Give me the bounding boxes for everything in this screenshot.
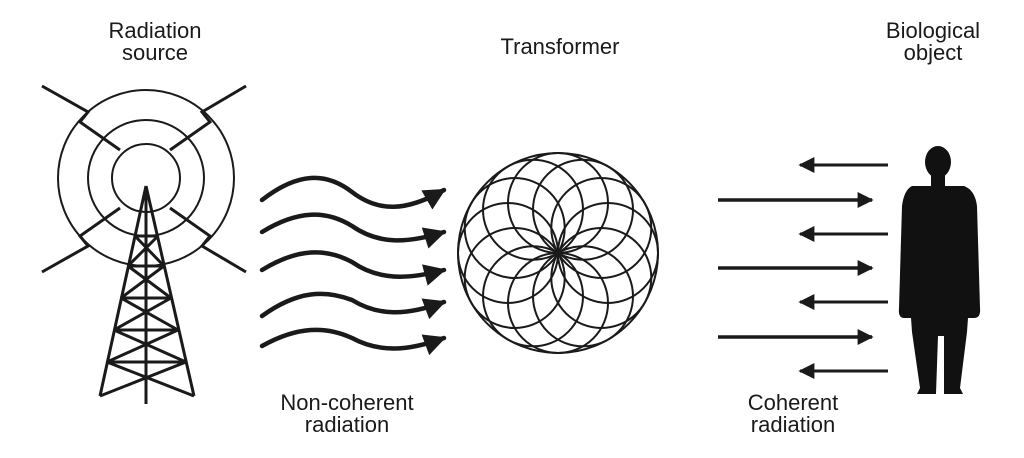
wave-arrow — [259, 175, 447, 210]
person-silhouette-icon — [898, 146, 981, 394]
coherent-radiation-label: Coherent radiation — [728, 392, 858, 436]
coherent-label-line1: Coherent — [747, 390, 839, 415]
non-coherent-wave-arrows — [259, 175, 447, 356]
biological-object-label-line2: object — [903, 40, 963, 65]
flower-of-life-icon — [457, 152, 659, 354]
radiation-source-label: Radiation source — [90, 20, 220, 64]
biological-object-label-line1: Biological — [885, 18, 981, 43]
wave-arrow — [259, 327, 447, 356]
biological-object-label: Biological object — [868, 20, 998, 64]
wave-arrow — [259, 250, 447, 286]
radio-tower-icon — [98, 185, 196, 404]
transformer-label: Transformer — [500, 34, 620, 59]
coherent-return-arrows — [798, 157, 888, 379]
coherent-forward-arrows — [718, 192, 874, 345]
non-coherent-radiation-label: Non-coherent radiation — [262, 392, 432, 436]
non-coherent-label-line1: Non-coherent — [280, 390, 414, 415]
lightning-bolt-icon — [41, 84, 247, 274]
radiation-source-label-line1: Radiation — [108, 18, 202, 43]
coherent-label-line2: radiation — [750, 412, 836, 437]
non-coherent-label-line2: radiation — [304, 412, 390, 437]
radiation-source-label-line2: source — [121, 40, 189, 65]
wave-arrow — [259, 212, 447, 249]
wave-arrow — [259, 291, 447, 320]
